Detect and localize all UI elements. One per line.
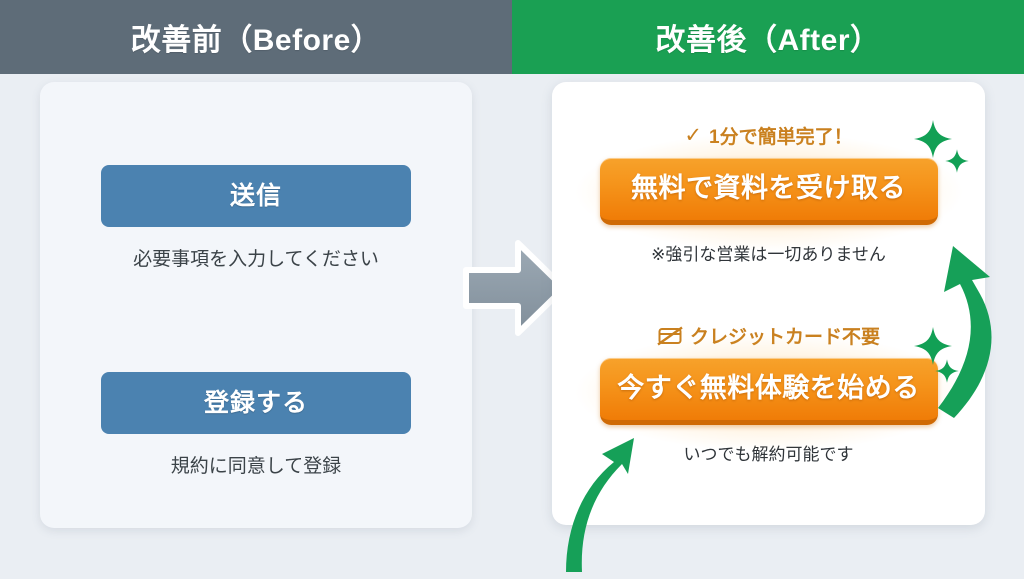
header-before-title: 改善前（Before） [130, 24, 382, 57]
before-caption-2: 規約に同意して登録 [170, 456, 342, 477]
badge-quick-complete-label: 1分で簡単完了！ [709, 127, 853, 148]
before-block-1: 送信 必要事項を入力してください [40, 165, 472, 271]
before-card: 送信 必要事項を入力してください 登録する 規約に同意して登録 [40, 82, 472, 528]
after-caption-2: いつでも解約可能です [683, 445, 854, 464]
before-caption-1: 必要事項を入力してください [133, 249, 379, 270]
no-credit-card-icon [657, 326, 683, 346]
get-free-materials-button[interactable]: 無料で資料を受け取る [599, 158, 938, 225]
sparkle-icon [912, 118, 954, 165]
header-after: 改善後（After） [512, 0, 1024, 74]
curved-arrow-icon [920, 222, 1024, 427]
submit-button[interactable]: 送信 [101, 165, 411, 227]
check-icon: ✓ [684, 124, 703, 147]
badge-no-credit-card-label: クレジットカード不要 [689, 327, 880, 348]
badge-no-credit-card: クレジットカード不要 [552, 322, 985, 349]
after-caption-1: ※強引な営業は一切ありません [651, 245, 886, 264]
sparkle-icon [912, 325, 954, 372]
register-button[interactable]: 登録する [101, 372, 411, 434]
before-block-2: 登録する 規約に同意して登録 [40, 372, 472, 478]
sparkle-icon [934, 358, 960, 389]
right-arrow-icon [452, 232, 576, 344]
badge-quick-complete: ✓ 1分で簡単完了！ [552, 122, 985, 149]
sparkle-icon [944, 148, 970, 179]
curved-arrow-icon [548, 424, 658, 579]
header-before: 改善前（Before） [0, 0, 512, 74]
start-free-trial-button[interactable]: 今すぐ無料体験を始める [599, 358, 938, 425]
header-after-title: 改善後（After） [655, 24, 881, 57]
